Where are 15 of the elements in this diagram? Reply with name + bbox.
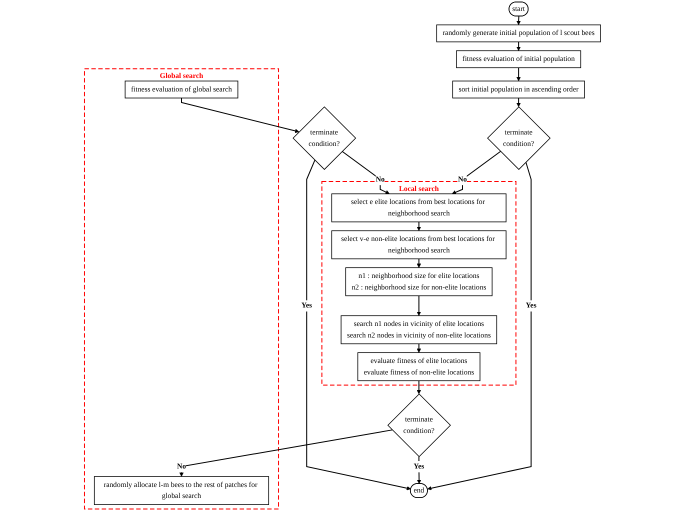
- arrow: [427, 162, 532, 490]
- arrow: [416, 380, 422, 394]
- arrow: [516, 16, 521, 26]
- arrow: [416, 343, 422, 353]
- arrow: [416, 221, 422, 231]
- arrow: [181, 98, 300, 134]
- arrow: [342, 150, 390, 194]
- arrow: [516, 67, 521, 82]
- arrow: [306, 160, 411, 490]
- arrow: [452, 150, 502, 194]
- arrow: [516, 41, 521, 51]
- arrow: [179, 429, 393, 477]
- arrow: [416, 258, 422, 268]
- arrow: [416, 295, 422, 316]
- arrow: [516, 98, 521, 108]
